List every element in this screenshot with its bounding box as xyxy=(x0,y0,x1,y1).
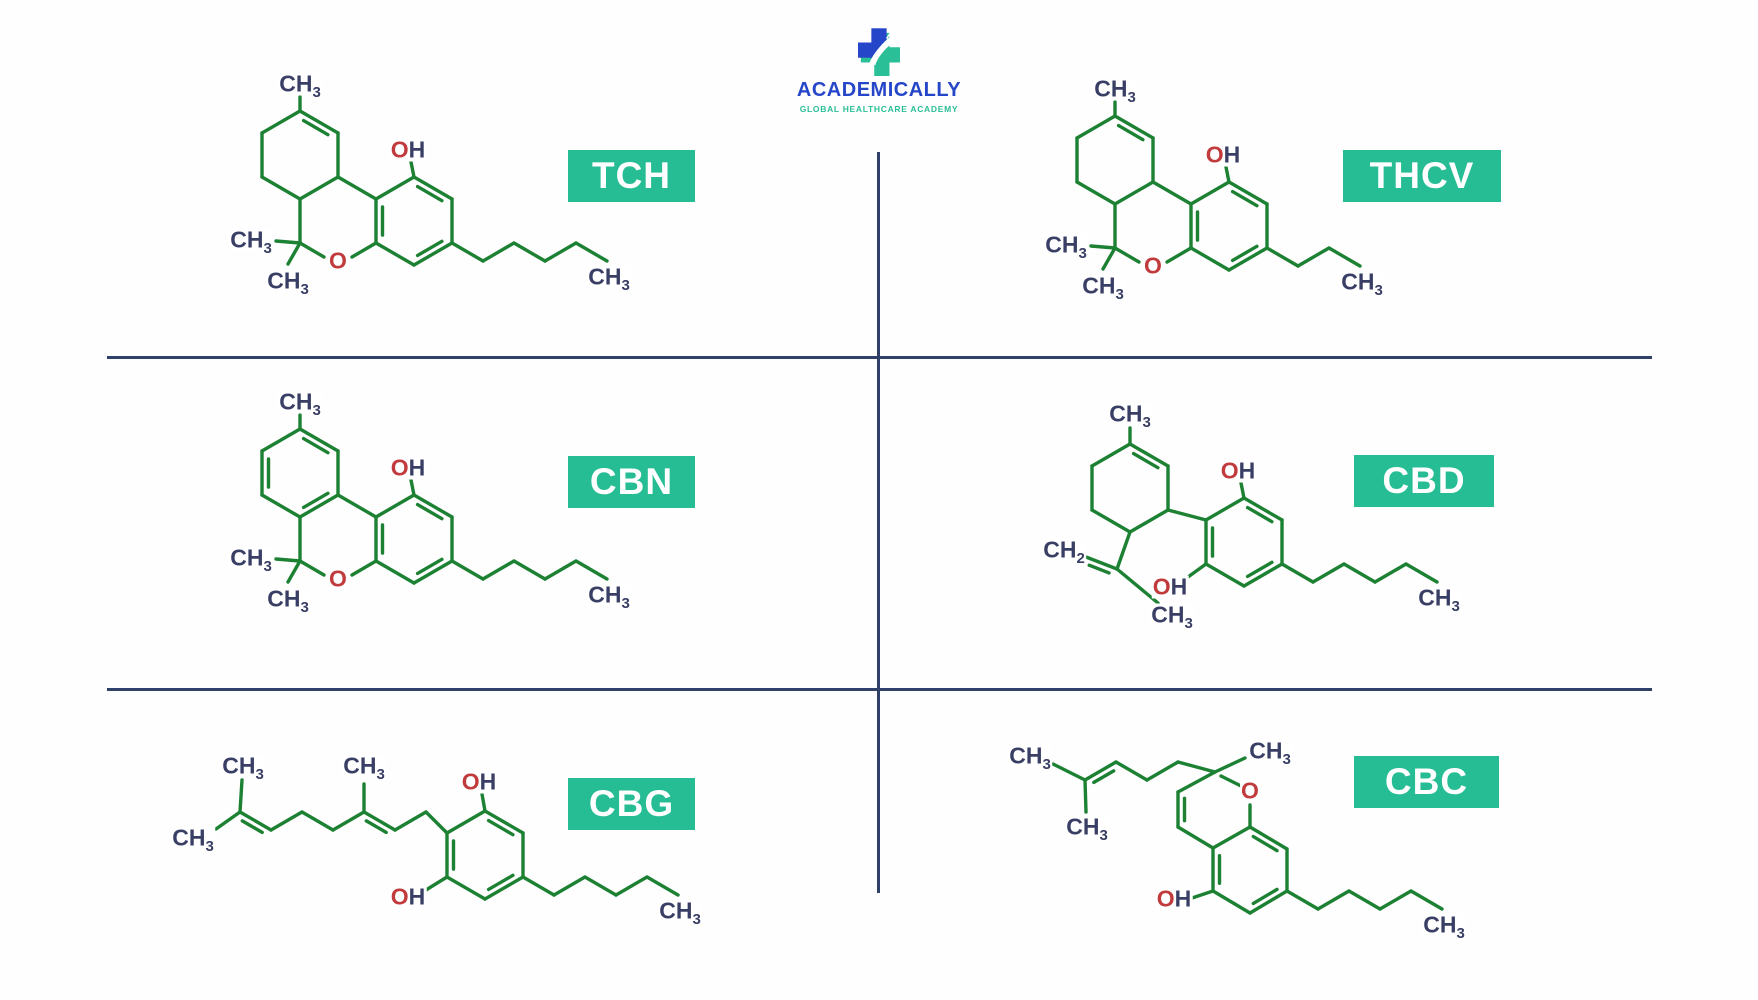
atom-label-ch3-cbg: CH3 xyxy=(221,752,265,784)
atom-label-ch3-tch: CH3 xyxy=(266,267,310,299)
compound-badge-cbd: CBD xyxy=(1354,455,1494,507)
atom-label-ch3-cbn: CH3 xyxy=(229,544,273,576)
atom-label-ch3-cbd: CH3 xyxy=(1417,584,1461,616)
molecule-cbg xyxy=(214,778,680,901)
logo-tagline: GLOBAL HEALTHCARE ACADEMY xyxy=(799,104,959,114)
atom-label-ch3-cbc: CH3 xyxy=(1065,813,1109,845)
atom-label-ch2-cbd: CH2 xyxy=(1042,536,1086,568)
compound-badge-cbc: CBC xyxy=(1354,756,1499,808)
atom-label-ch3-cbn: CH3 xyxy=(587,581,631,613)
compound-badge-cbn: CBN xyxy=(568,456,695,508)
atom-label-ch3-tch: CH3 xyxy=(587,263,631,295)
atom-label-oh-cbd: OH xyxy=(1219,457,1257,484)
atom-label-ch3-cbg: CH3 xyxy=(342,752,386,784)
atom-label-oh-thcv: OH xyxy=(1204,141,1242,168)
compound-badge-cbg: CBG xyxy=(568,778,695,830)
atom-label-oh-cbn: OH xyxy=(389,454,427,481)
atom-label-ch3-thcv: CH3 xyxy=(1093,75,1137,107)
atom-label-ch3-cbn: CH3 xyxy=(266,585,310,617)
atom-label-ch3-cbc: CH3 xyxy=(1248,737,1292,769)
compound-badge-thcv: THCV xyxy=(1343,150,1501,202)
atom-label-oh-tch: OH xyxy=(389,136,427,163)
atom-label-ch3-thcv: CH3 xyxy=(1340,268,1384,300)
molecule-tch xyxy=(260,95,609,267)
logo: ACADEMICALLY GLOBAL HEALTHCARE ACADEMY xyxy=(779,28,979,114)
divider-horizontal-top xyxy=(107,356,1652,359)
medical-cross-hand-icon xyxy=(858,28,900,76)
divider-horizontal-bottom xyxy=(107,688,1652,691)
atom-label-ch3-cbg: CH3 xyxy=(658,897,702,929)
atom-label-o-tch: O xyxy=(328,247,348,274)
logo-title: ACADEMICALLY xyxy=(796,79,962,101)
atom-label-oh-cbd: OH xyxy=(1151,573,1189,600)
atom-label-oh-cbc: OH xyxy=(1155,885,1193,912)
atom-label-ch3-cbd: CH3 xyxy=(1108,400,1152,432)
atom-label-ch3-thcv: CH3 xyxy=(1044,231,1088,263)
atom-label-ch3-tch: CH3 xyxy=(229,226,273,258)
molecule-cbc xyxy=(1051,756,1444,915)
atom-label-o-cbn: O xyxy=(328,565,348,592)
atom-label-ch3-cbd: CH3 xyxy=(1150,601,1194,633)
atom-label-ch3-cbg: CH3 xyxy=(171,824,215,856)
atom-label-ch3-thcv: CH3 xyxy=(1081,272,1125,304)
atom-label-o-thcv: O xyxy=(1143,252,1163,279)
atom-label-oh-cbg: OH xyxy=(460,768,498,795)
molecule-thcv xyxy=(1075,100,1362,272)
atom-label-o-cbc: O xyxy=(1240,777,1260,804)
atom-label-oh-cbg: OH xyxy=(389,883,427,910)
atom-label-ch3-cbn: CH3 xyxy=(278,388,322,420)
molecule-cbd xyxy=(1084,426,1439,605)
atom-label-ch3-cbc: CH3 xyxy=(1422,911,1466,943)
compound-badge-tch: TCH xyxy=(568,150,695,202)
atom-label-ch3-cbc: CH3 xyxy=(1008,742,1052,774)
molecule-cbn xyxy=(260,413,609,585)
divider-vertical-center xyxy=(877,152,880,893)
atom-label-ch3-tch: CH3 xyxy=(278,70,322,102)
